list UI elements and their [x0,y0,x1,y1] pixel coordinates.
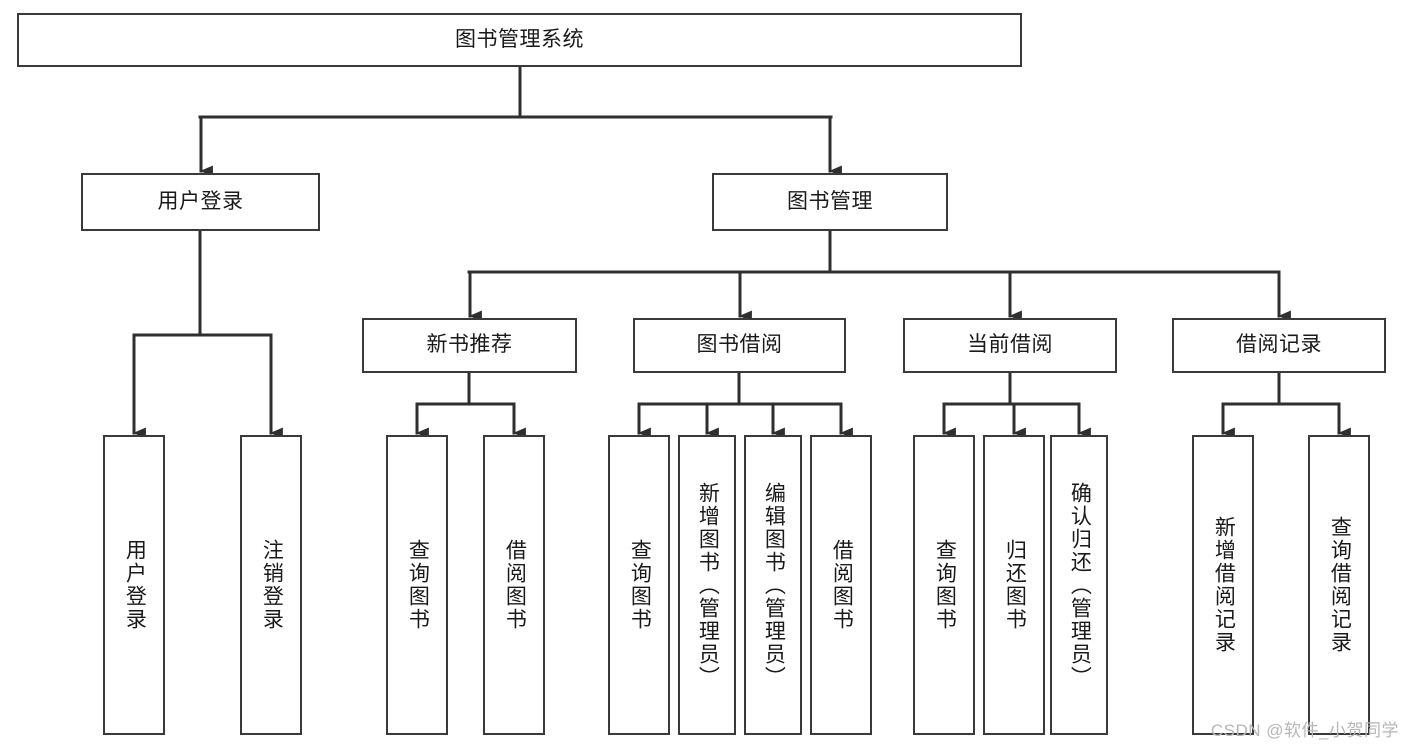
node-leaf2[interactable]: 注销登录 [240,435,302,735]
node-leaf5[interactable]: 查询图书 [608,435,670,735]
node-leaf8[interactable]: 借阅图书 [810,435,872,735]
node-newbook[interactable]: 新书推荐 [362,318,577,373]
watermark: CSDN @软件_小贺同学 [1210,721,1399,740]
node-label: 借阅图书 [830,539,854,631]
node-leaf3[interactable]: 查询图书 [386,435,448,735]
node-leaf4[interactable]: 借阅图书 [483,435,545,735]
node-label: 新书推荐 [426,333,513,357]
node-leaf13[interactable]: 查询借阅记录 [1308,435,1370,735]
node-label: 归还图书 [1003,539,1027,631]
connector-lines [132,65,1351,439]
node-current[interactable]: 当前借阅 [903,318,1117,373]
node-label: 查询图书 [406,539,430,631]
node-label: 借阅记录 [1236,333,1322,357]
node-label: 图书借阅 [696,333,783,357]
node-leaf6[interactable]: 新增图书（管理员） [678,435,736,735]
node-label: 新增借阅记录 [1212,516,1236,654]
node-label: 编辑图书（管理员） [762,481,786,689]
node-label: 注销登录 [260,539,284,631]
node-leaf1[interactable]: 用户登录 [103,435,165,735]
node-leaf7[interactable]: 编辑图书（管理员） [744,435,802,735]
node-leaf9[interactable]: 查询图书 [913,435,975,735]
node-label: 图书管理系统 [455,27,584,51]
node-bookmgmt[interactable]: 图书管理 [712,173,948,231]
node-label: 确认归还（管理员） [1068,481,1092,689]
node-root[interactable]: 图书管理系统 [17,13,1022,67]
node-label: 查询图书 [628,539,652,631]
node-borrow[interactable]: 图书借阅 [633,318,846,373]
node-label: 当前借阅 [967,333,1053,357]
node-label: 新增图书（管理员） [696,481,720,689]
node-leaf11[interactable]: 确认归还（管理员） [1050,435,1108,735]
node-label: 查询借阅记录 [1328,516,1352,654]
node-label: 用户登录 [157,189,244,213]
node-records[interactable]: 借阅记录 [1172,318,1386,373]
node-label: 查询图书 [933,539,957,631]
node-label: 借阅图书 [503,539,527,631]
node-login[interactable]: 用户登录 [81,173,320,231]
node-label: 图书管理 [787,189,873,213]
node-leaf12[interactable]: 新增借阅记录 [1192,435,1254,735]
node-label: 用户登录 [123,539,147,631]
node-leaf10[interactable]: 归还图书 [983,435,1045,735]
